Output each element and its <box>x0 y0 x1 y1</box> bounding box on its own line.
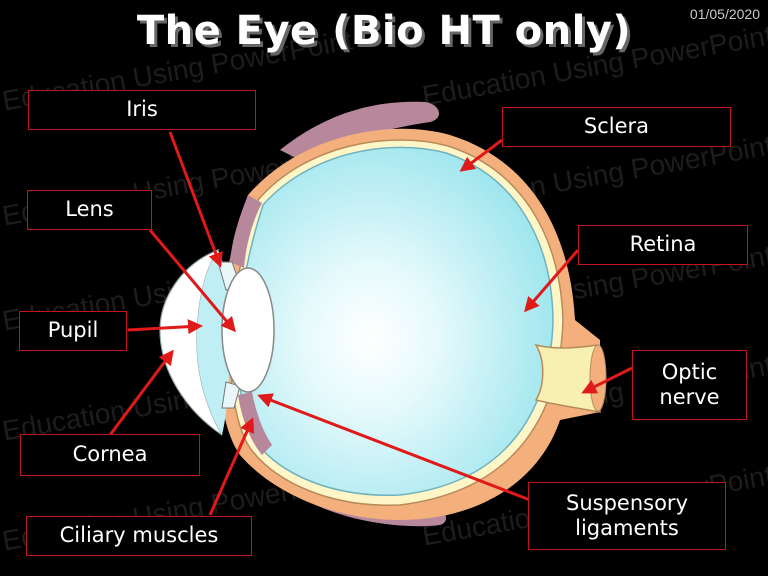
label-lens: Lens <box>27 190 152 230</box>
ciliary-body-top <box>230 195 262 268</box>
cornea-arrow <box>108 349 174 436</box>
optic-nerve-end <box>589 344 607 412</box>
label-cornea: Cornea <box>20 434 200 476</box>
label-sclera: Sclera <box>502 107 731 147</box>
iris-arrow <box>168 131 223 268</box>
lens-arrow <box>148 229 236 333</box>
sclera-arrow <box>459 138 503 172</box>
slide-title: The Eye (Bio HT only) <box>136 8 632 54</box>
pupil-arrow <box>127 319 203 335</box>
label-retina: Retina <box>578 225 748 265</box>
ciliary-arrow <box>208 417 255 516</box>
label-optic-nerve: Optic nerve <box>632 350 747 420</box>
ciliary-body-bottom <box>238 392 272 455</box>
optic-nerve-shape <box>534 343 601 413</box>
optic-arrow <box>581 366 633 394</box>
label-arrows <box>108 131 633 516</box>
vitreous-humour <box>237 146 554 496</box>
label-pupil: Pupil <box>19 311 127 351</box>
label-iris: Iris <box>28 90 256 130</box>
retina-arrow <box>524 249 580 313</box>
label-suspensory-ligaments: Suspensory ligaments <box>528 482 726 550</box>
label-ciliary-muscles: Ciliary muscles <box>26 516 252 556</box>
suspensory-arrow <box>257 393 531 502</box>
slide-date: 01/05/2020 <box>689 6 760 22</box>
lens-shape <box>221 267 275 393</box>
